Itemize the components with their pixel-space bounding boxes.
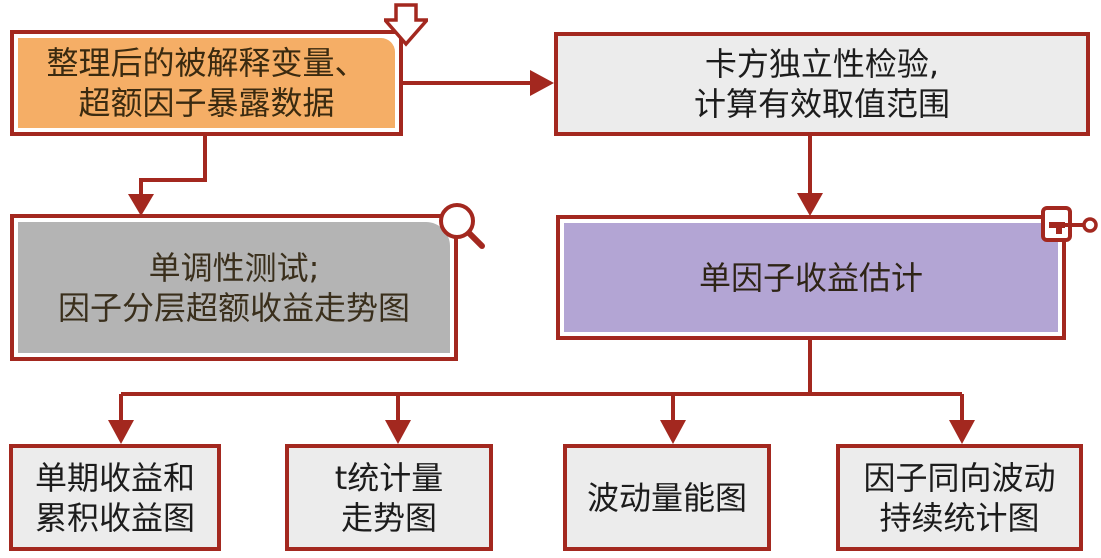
arrowhead-output-2 <box>385 420 411 444</box>
node-text-line: 卡方独立性检验, <box>704 45 940 83</box>
node-text-line: 单调性测试; <box>148 248 320 287</box>
node-input-data-body: 整理后的被解释变量、 超额因子暴露数据 <box>18 38 395 128</box>
node-output-body: 单期收益和 累积收益图 <box>13 448 217 547</box>
node-text-line: 因子分层超额收益走势图 <box>57 288 410 327</box>
node-input-data: 整理后的被解释变量、 超额因子暴露数据 <box>10 30 403 136</box>
node-output-volatility-volume: 波动量能图 <box>563 444 771 551</box>
arrowhead-output-4 <box>949 420 975 444</box>
magnifier-icon <box>439 203 485 249</box>
arrowhead-mono <box>128 194 154 216</box>
node-text-line: 整理后的被解释变量、 <box>46 44 367 82</box>
node-output-body: 因子同向波动 持续统计图 <box>840 448 1079 547</box>
arrowhead-estimate <box>797 193 823 216</box>
edge-data-to-mono <box>139 136 207 196</box>
node-text-line: 走势图 <box>340 498 437 537</box>
node-output-body: 波动量能图 <box>567 448 767 547</box>
node-output-period-cumulative-returns: 单期收益和 累积收益图 <box>9 444 221 551</box>
node-monotonicity-test: 单调性测试; 因子分层超额收益走势图 <box>10 214 458 361</box>
node-text-line: 单因子收益估计 <box>698 258 923 297</box>
node-factor-return-estimate: 单因子收益估计 <box>556 215 1066 340</box>
arrowhead-output-3 <box>660 420 686 444</box>
node-text-line: 波动量能图 <box>586 478 747 517</box>
node-output-t-stat-trend: t统计量 走势图 <box>285 444 493 551</box>
node-output-body: t统计量 走势图 <box>289 448 489 547</box>
node-text-line: 计算有效取值范围 <box>693 85 950 123</box>
arrowhead-chi <box>530 70 554 96</box>
node-text-line: 因子同向波动 <box>863 458 1056 497</box>
node-text-line: 单期收益和 <box>34 458 195 497</box>
node-output-codirectional-persistence: 因子同向波动 持续统计图 <box>836 444 1083 551</box>
node-text-line: 持续统计图 <box>879 498 1040 537</box>
down-arrow-outline-icon <box>384 3 428 47</box>
key-icon <box>1041 206 1098 242</box>
node-chi-square-test-body: 卡方独立性检验, 计算有效取值范围 <box>558 36 1086 132</box>
node-chi-square-test: 卡方独立性检验, 计算有效取值范围 <box>554 32 1090 136</box>
arrowhead-output-1 <box>108 420 134 444</box>
node-monotonicity-test-body: 单调性测试; 因子分层超额收益走势图 <box>18 222 450 353</box>
node-factor-return-estimate-body: 单因子收益估计 <box>564 223 1058 332</box>
node-text-line: 超额因子暴露数据 <box>78 84 335 122</box>
node-text-line: t统计量 <box>334 458 444 497</box>
node-text-line: 累积收益图 <box>34 498 195 537</box>
